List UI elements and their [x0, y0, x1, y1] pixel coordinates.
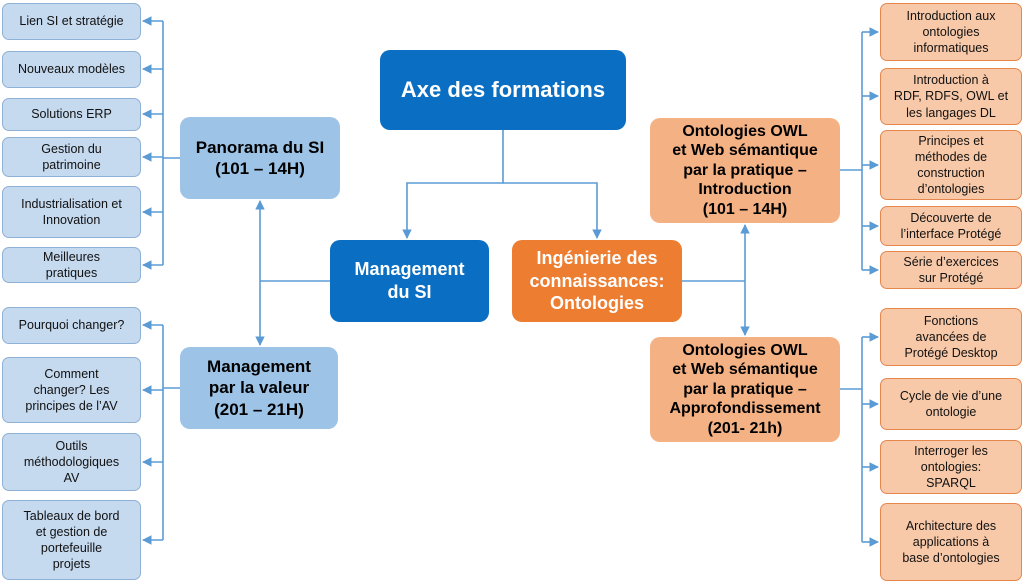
leaf-introduction-ontologies: Introduction aux ontologies informatique…: [880, 3, 1022, 61]
leaf-solutions-erp: Solutions ERP: [2, 98, 141, 131]
owl-approfondissement-node: Ontologies OWL et Web sémantique par la …: [650, 337, 840, 442]
panorama-si-node: Panorama du SI (101 – 14H): [180, 117, 340, 199]
management-valeur-node: Management par la valeur (201 – 21H): [180, 347, 338, 429]
leaf-interroger-sparql: Interroger les ontologies: SPARQL: [880, 440, 1022, 494]
leaf-fonctions-avancees: Fonctions avancées de Protégé Desktop: [880, 308, 1022, 366]
management-si-node: Management du SI: [330, 240, 489, 322]
ingenierie-ontologies-node: Ingénierie des connaissances: Ontologies: [512, 240, 682, 322]
owl-introduction-node: Ontologies OWL et Web sémantique par la …: [650, 118, 840, 223]
leaf-outils-methodologiques: Outils méthodologiques AV: [2, 433, 141, 491]
leaf-cycle-vie: Cycle de vie d’une ontologie: [880, 378, 1022, 430]
leaf-industrialisation-innovation: Industrialisation et Innovation: [2, 186, 141, 238]
connector-title-management: [402, 130, 504, 239]
leaf-nouveaux-modeles: Nouveaux modèles: [2, 51, 141, 88]
leaf-principes-methodes: Principes et méthodes de construction d’…: [880, 130, 1022, 200]
root-node-title: Axe des formations: [380, 50, 626, 130]
leaf-meilleures-pratiques: Meilleures pratiques: [2, 247, 141, 283]
leaf-decouverte-protege: Découverte de l’interface Protégé: [880, 206, 1022, 246]
leaf-tableaux-de-bord: Tableaux de bord et gestion de portefeui…: [2, 500, 141, 580]
leaf-gestion-patrimoine: Gestion du patrimoine: [2, 137, 141, 177]
leaf-exercices-protege: Série d’exercices sur Protégé: [880, 251, 1022, 289]
leaf-lien-si-strategie: Lien SI et stratégie: [2, 3, 141, 40]
leaf-comment-changer: Comment changer? Les principes de l’AV: [2, 357, 141, 423]
leaf-pourquoi-changer: Pourquoi changer?: [2, 307, 141, 344]
leaf-architecture-applications: Architecture des applications à base d’o…: [880, 503, 1022, 581]
connector-title-ingenierie: [503, 182, 602, 239]
leaf-introduction-rdf: Introduction à RDF, RDFS, OWL et les lan…: [880, 68, 1022, 125]
